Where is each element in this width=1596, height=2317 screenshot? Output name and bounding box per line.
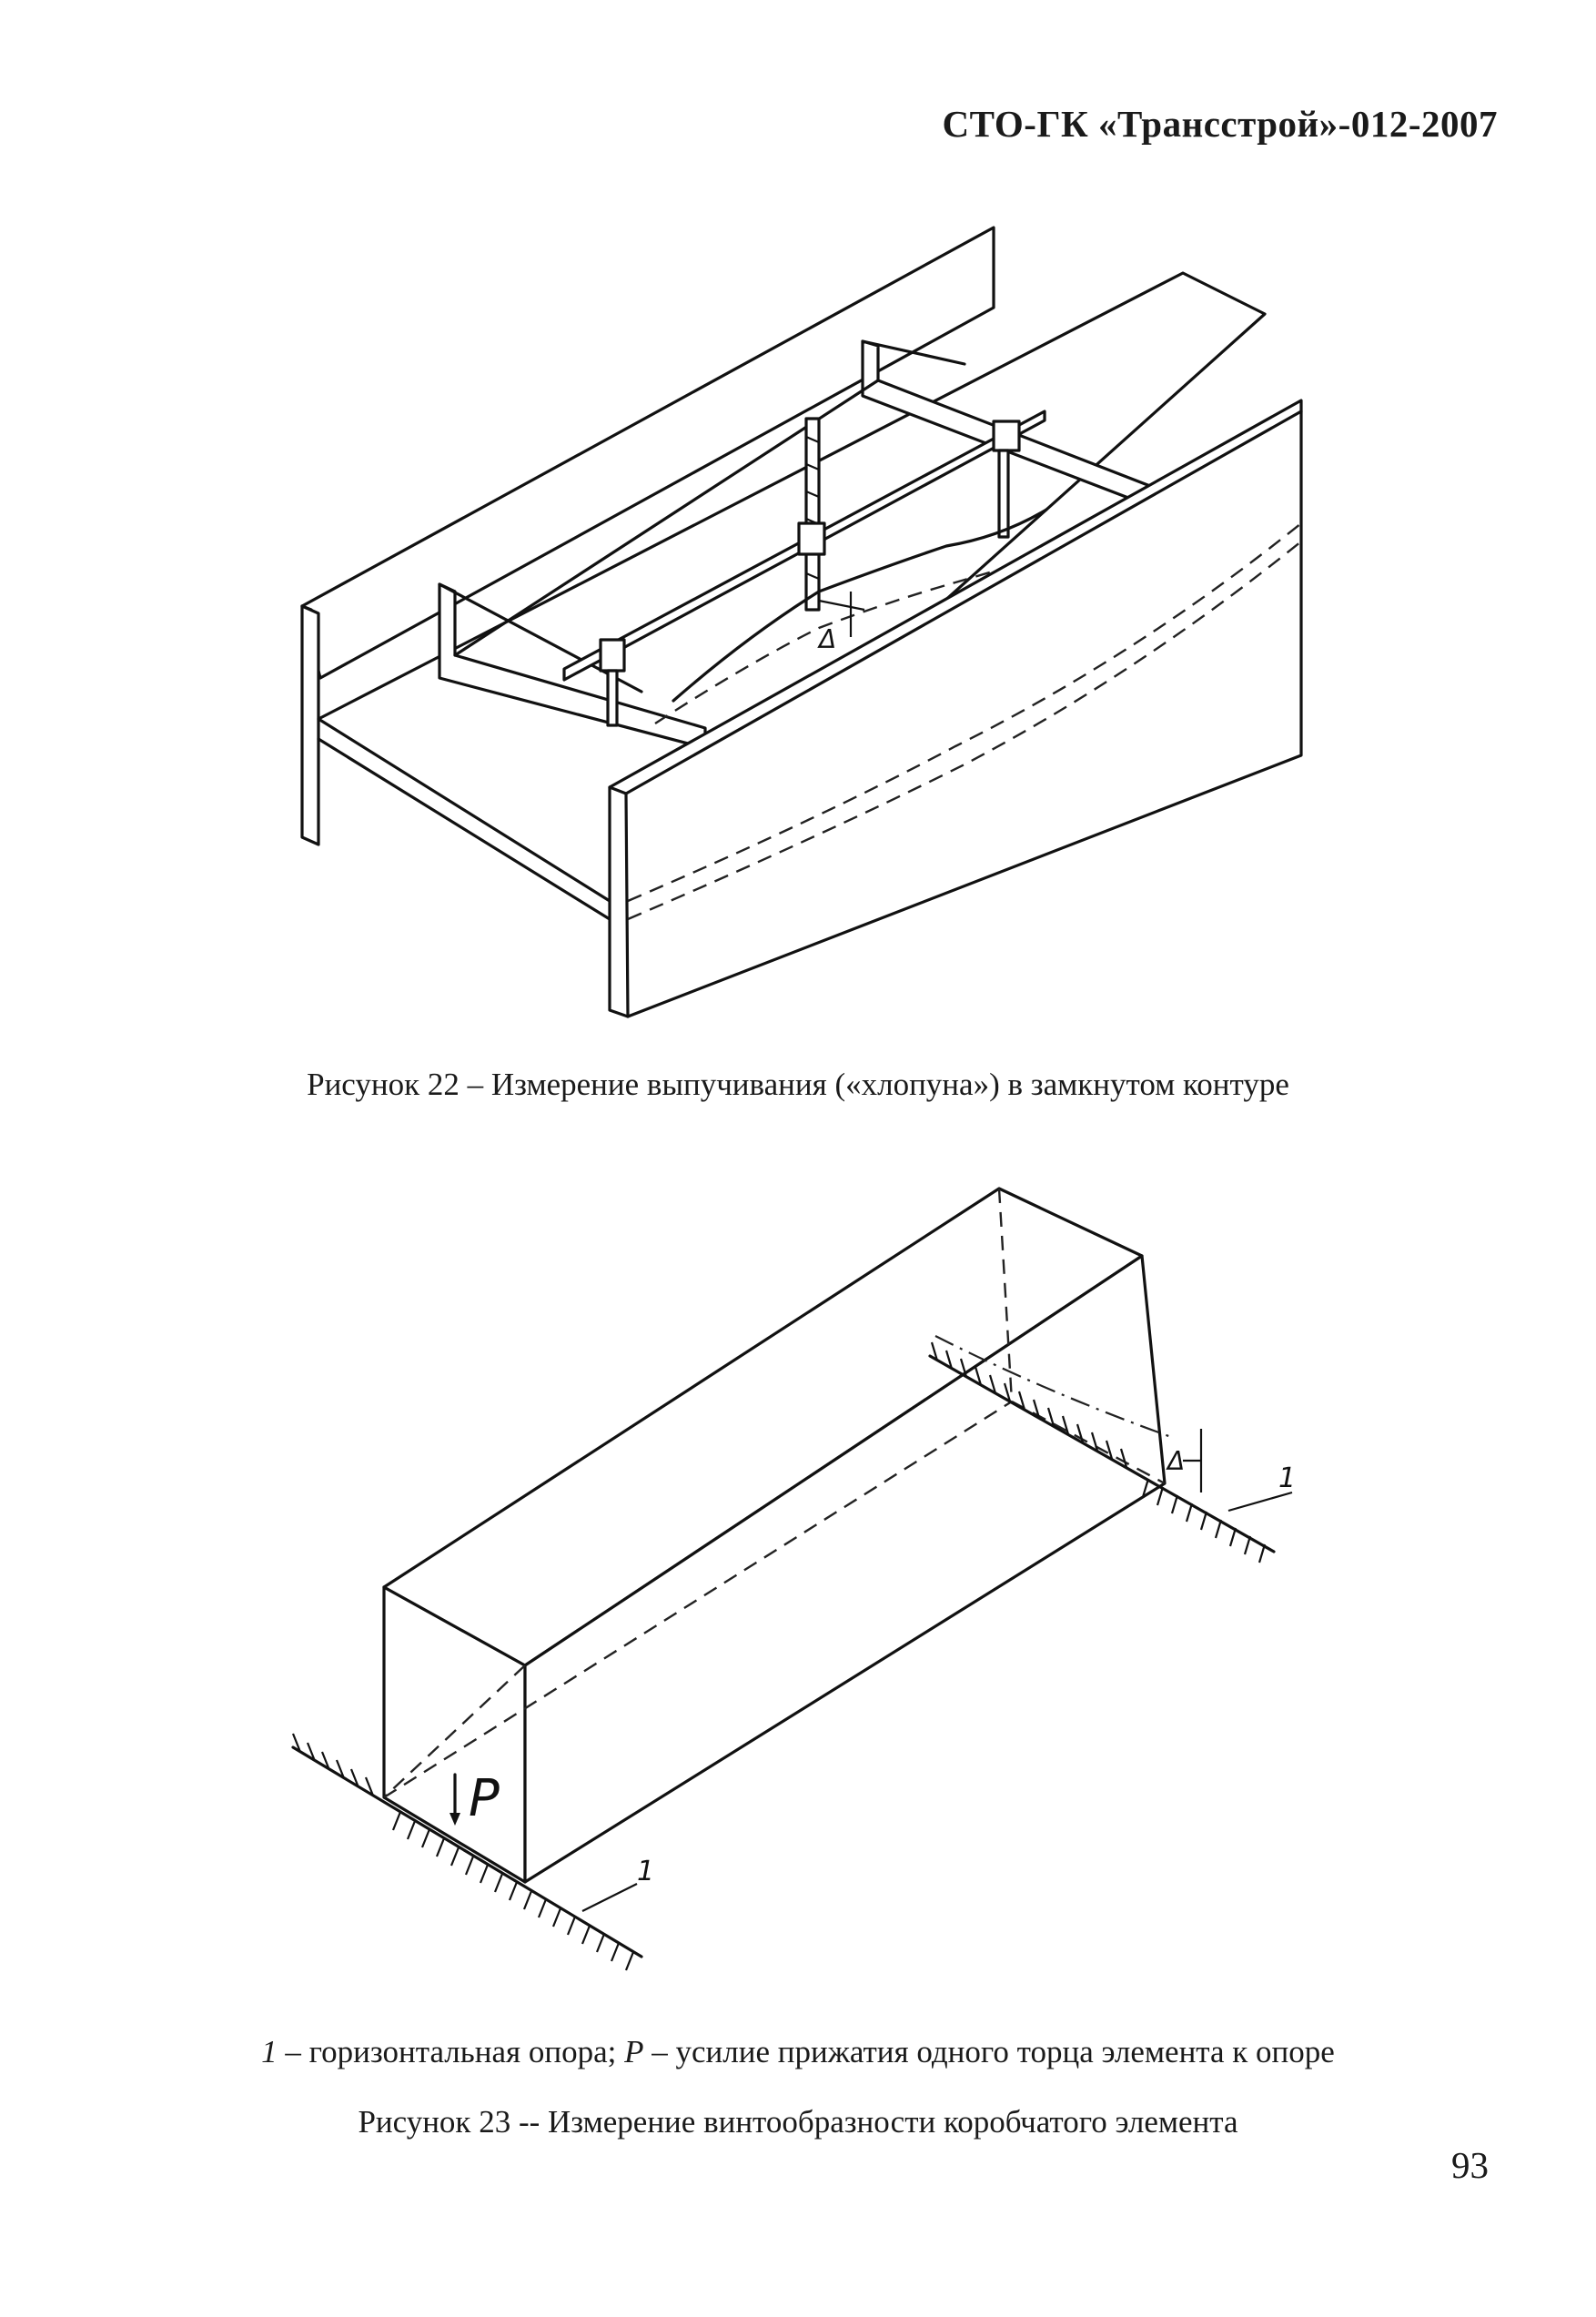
clamp-left (599, 638, 626, 673)
delta-label-fig23: Δ (1166, 1446, 1185, 1476)
figure-23-legend: 1 – горизонтальная опора; P – усилие при… (0, 2034, 1596, 2070)
document-code-header: СТО-ГК «Трансстрой»-012-2007 (942, 103, 1498, 145)
figure-22-caption: Рисунок 22 – Измерение выпучивания («хло… (307, 1067, 1289, 1102)
figure-23-caption: Рисунок 23 -- Измерение винтообразности … (358, 2104, 1238, 2140)
left-end-flange (300, 604, 320, 846)
page-number: 93 (1451, 2144, 1489, 2186)
legend-force-text: – усилие прижатия одного торца элемента … (643, 2034, 1335, 2069)
force-label-p: P (469, 1769, 500, 1828)
support-label-right: 1 (1278, 1462, 1296, 1494)
legend-support-text: – горизонтальная опора; (277, 2034, 625, 2069)
front-web (608, 399, 1303, 1018)
support-1-right (928, 1354, 1276, 1553)
legend-num: 1 (261, 2034, 278, 2069)
legend-p: P (624, 2034, 644, 2069)
support-1-left (291, 1745, 643, 1958)
hidden-edge (997, 1188, 1014, 1402)
buckling-curve (672, 508, 1048, 703)
figure-22-drawing: Δ (300, 226, 1303, 1018)
support-label-left: 1 (637, 1856, 654, 1887)
clamp-right (992, 420, 1021, 452)
delta-label-fig22: Δ (817, 624, 836, 654)
clamp-center (797, 521, 826, 556)
